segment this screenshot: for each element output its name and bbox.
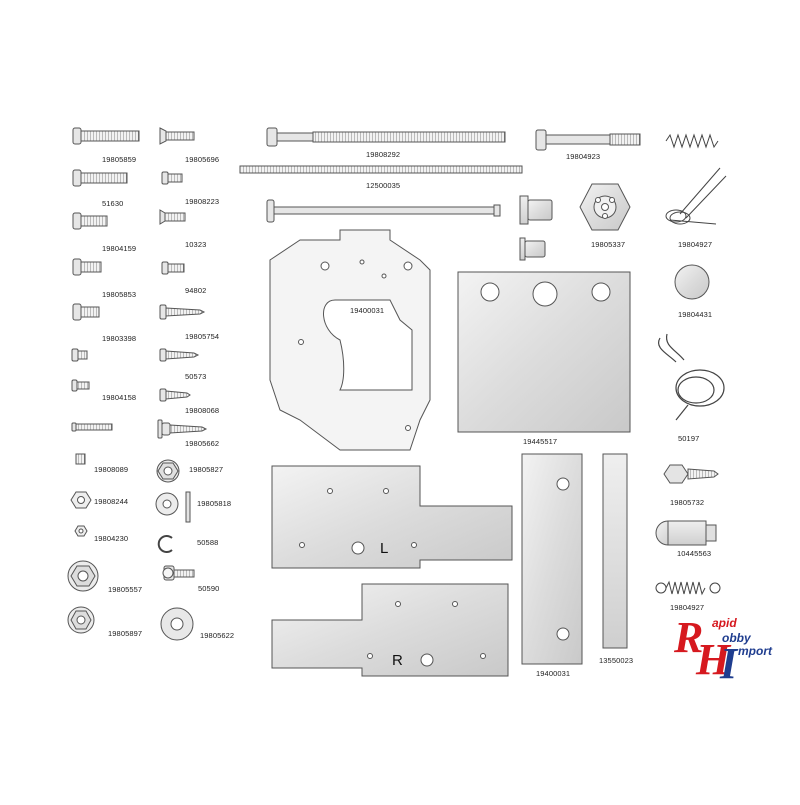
self-tapper-19805754 [159, 304, 206, 320]
screw-19804159 [72, 212, 108, 230]
flange-nut-19805827 [156, 459, 180, 483]
part-label: 19804158 [102, 393, 137, 402]
part-label: 19804927 [678, 240, 713, 249]
part-label: 19805557 [108, 585, 143, 594]
logo-letter-r: R [674, 613, 704, 662]
part-label: 19400031 [536, 669, 571, 678]
part-label: 19808292 [366, 150, 401, 159]
screw-long-small [71, 422, 113, 432]
part-label: 10323 [185, 240, 207, 249]
screw-19808223 [161, 171, 183, 185]
bar-13550023 [602, 453, 628, 649]
part-label: 13550023 [599, 656, 634, 665]
plate-letter-l: L [380, 540, 388, 557]
part-label: 50197 [678, 434, 700, 443]
screw-19803398 [72, 303, 100, 321]
logo-word-import: mport [738, 644, 772, 658]
threaded-rod-12500035 [239, 165, 523, 174]
screw-small-a [71, 348, 88, 362]
screw-51630 [72, 169, 128, 187]
logo-word-hobby: obby [722, 631, 751, 645]
plate-19445517 [457, 271, 631, 433]
part-label: 19804431 [678, 310, 713, 319]
plate-left [271, 465, 513, 569]
grub-19808089 [75, 453, 86, 465]
logo-letter-i: I [720, 639, 738, 688]
plate-19400031-upper [269, 229, 431, 451]
tension-spring-19804927 [655, 580, 721, 596]
logo-letter-h: H [696, 635, 731, 684]
screw-19804158 [71, 379, 90, 392]
part-label: 19400031 [350, 306, 385, 315]
part-label: 51630 [102, 199, 124, 208]
part-label: 19804159 [102, 244, 137, 253]
pin-10445563 [655, 520, 717, 546]
brand-logo: R H I apid obby mport [672, 612, 796, 688]
part-label: 19808089 [94, 465, 129, 474]
part-label: 19805732 [670, 498, 705, 507]
part-label: 12500035 [366, 181, 401, 190]
part-label: 19805754 [185, 332, 220, 341]
washer-19805622 [160, 607, 194, 641]
part-label: 50590 [198, 584, 220, 593]
part-label: 19804230 [94, 534, 129, 543]
ball-stud-50590 [162, 565, 195, 581]
part-label: 19803398 [102, 334, 137, 343]
part-label: 19805853 [102, 290, 137, 299]
part-label: 19804923 [566, 152, 601, 161]
part-label: 19808068 [185, 406, 220, 415]
part-label: 19805696 [185, 155, 220, 164]
self-tapper-50573 [159, 348, 200, 362]
part-label: 19805859 [102, 155, 137, 164]
plate-right [271, 583, 509, 677]
part-label: 50573 [185, 372, 207, 381]
ball-19804431 [674, 264, 710, 300]
part-label: 19445517 [523, 437, 558, 446]
screw-19805853 [72, 258, 102, 276]
part-label: 19805662 [185, 439, 220, 448]
bushing-small [519, 237, 546, 261]
screw-19805859 [72, 127, 140, 145]
hex-adapter-19805337 [579, 183, 631, 231]
part-label: 10445563 [677, 549, 712, 558]
flange-screw-19805662 [157, 419, 208, 439]
part-label: 19805337 [591, 240, 626, 249]
pin-rod [266, 199, 501, 223]
part-label: 19808244 [94, 497, 129, 506]
countersunk-10323 [159, 209, 186, 225]
part-label: 50588 [197, 538, 219, 547]
part-label: 19805622 [200, 631, 235, 640]
e-clip-50588 [157, 535, 173, 553]
long-screw-19808292 [266, 127, 506, 147]
self-tapper-19808068 [159, 388, 191, 402]
nut-19808244 [70, 491, 92, 509]
part-label: 19808223 [185, 197, 220, 206]
part-label: 19805897 [108, 629, 143, 638]
part-label: 19805818 [197, 499, 232, 508]
spring-top [665, 133, 719, 149]
washer-19805818 [155, 491, 191, 523]
screw-94802 [161, 261, 185, 275]
body-clip-50197 [658, 333, 725, 421]
countersunk-19805696 [159, 127, 195, 145]
part-label: 19805827 [189, 465, 224, 474]
bushing-large [519, 195, 553, 225]
part-label: 19804927 [670, 603, 705, 612]
part-label: 94802 [185, 286, 207, 295]
logo-word-rapid: apid [712, 616, 737, 630]
nylon-nut-19805897 [67, 606, 95, 634]
nylon-nut-19805557 [67, 560, 99, 592]
torsion-spring-19804927 [665, 167, 727, 225]
plate-letter-r: R [392, 652, 403, 669]
plate-19400031-strip [521, 453, 583, 665]
nut-19804230 [74, 525, 88, 537]
wood-screw-19805732 [663, 464, 719, 484]
shoulder-screw-19804923 [535, 129, 641, 151]
